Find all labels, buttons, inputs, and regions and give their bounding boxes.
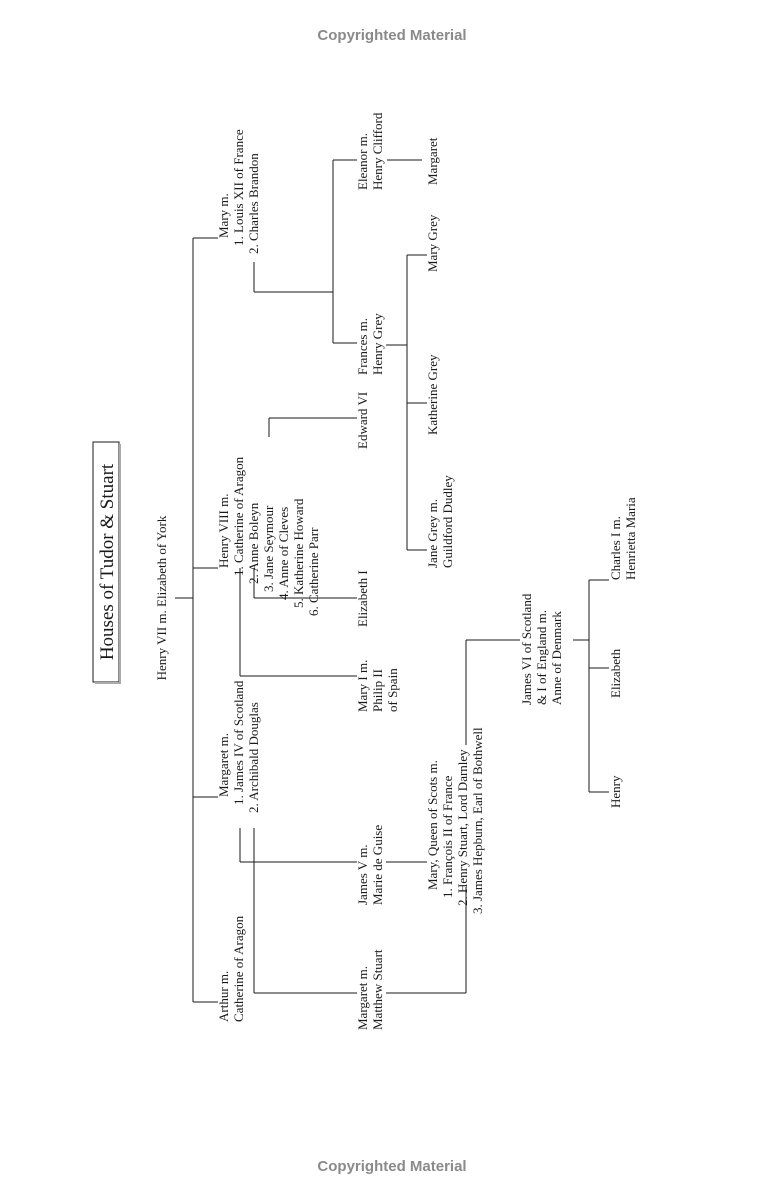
node-line: James VI of Scotland — [519, 593, 534, 705]
node-line: Mary I m. — [355, 660, 370, 712]
node-margaret-tudor: Margaret m. 1. James IV of Scotland 2. A… — [216, 680, 261, 813]
node-line: 3. Jane Seymour — [261, 505, 276, 592]
node-line: 1. Louis XII of France — [231, 129, 246, 246]
node-line: Elizabeth I — [355, 570, 370, 627]
diagram-title: Houses of Tudor & Stuart — [97, 463, 118, 660]
node-charles-i: Charles I m. Henrietta Maria — [608, 497, 638, 580]
node-line: Jane Grey m. — [425, 499, 440, 568]
node-line: & I of England m. — [534, 610, 549, 705]
node-line: Matthew Stuart — [370, 949, 385, 1030]
node-jane-grey: Jane Grey m. Guildford Dudley — [425, 475, 455, 568]
node-line: Margaret m. — [216, 733, 231, 797]
node-henry-viii: Henry VIII m. 1. Catherine of Aragon 2. … — [216, 456, 321, 616]
node-arthur: Arthur m. Catherine of Aragon — [216, 915, 246, 1022]
node-line: Frances m. — [355, 318, 370, 375]
node-margaret-clifford: Margaret — [425, 137, 440, 185]
node-line: Marie de Guise — [370, 825, 385, 905]
title-box: Houses of Tudor & Stuart — [92, 441, 121, 684]
node-katherine-grey: Katherine Grey — [425, 354, 440, 435]
node-line: Edward VI — [355, 392, 370, 449]
node-line: Guildford Dudley — [440, 475, 455, 568]
node-mary-queen-of-scots: Mary, Queen of Scots m. 1. François II o… — [425, 727, 485, 914]
node-line: 1. Catherine of Aragon — [231, 456, 246, 576]
node-james-v: James V m. Marie de Guise — [355, 825, 385, 905]
node-line: 3. James Hepburn, Earl of Bothwell — [470, 727, 485, 914]
node-line: Mary Grey — [425, 214, 440, 272]
node-line: Henry — [608, 775, 623, 808]
node-mary-grey: Mary Grey — [425, 214, 440, 272]
copyright-watermark-bottom: Copyrighted Material — [317, 1158, 467, 1175]
node-elizabeth-i: Elizabeth I — [355, 570, 370, 627]
node-line: Catherine of Aragon — [231, 915, 246, 1022]
node-line: Philip II — [370, 669, 385, 712]
node-line: Mary m. — [216, 193, 231, 238]
node-line: Henry Grey — [370, 313, 385, 375]
node-line: 4. Anne of Cleves — [276, 507, 291, 600]
node-line: Arthur m. — [216, 971, 231, 1022]
tree-lines — [175, 159, 609, 1003]
node-mary-tudor: Mary m. 1. Louis XII of France 2. Charle… — [216, 129, 261, 254]
node-line: Anne of Denmark — [549, 611, 564, 705]
node-line: 2. Charles Brandon — [246, 153, 261, 254]
node-line: James V m. — [355, 844, 370, 905]
node-line: 1. James IV of Scotland — [231, 680, 246, 805]
node-line: Charles I m. — [608, 516, 623, 580]
node-mary-i: Mary I m. Philip II of Spain — [355, 660, 400, 712]
node-line: 2. Anne Boleyn — [246, 502, 261, 584]
node-frances: Frances m. Henry Grey — [355, 313, 385, 375]
node-line: Elizabeth — [608, 648, 623, 698]
node-line: 6. Catherine Parr — [306, 527, 321, 616]
node-eleanor: Eleanor m. Henry Clifford — [355, 112, 385, 190]
node-henry-stuart: Henry — [608, 775, 623, 808]
node-line: Margaret m. — [355, 966, 370, 1030]
node-line: Margaret — [425, 137, 440, 185]
node-margaret-douglas: Margaret m. Matthew Stuart — [355, 949, 385, 1030]
node-henry-vii: Henry VII m. Elizabeth of York — [154, 515, 169, 680]
node-line: 5. Katherine Howard — [291, 498, 306, 608]
node-line: 2. Henry Stuart, Lord Darnley — [455, 749, 470, 906]
node-elizabeth-stuart: Elizabeth — [608, 648, 623, 698]
node-edward-vi: Edward VI — [355, 392, 370, 449]
node-line: Henry VII m. Elizabeth of York — [154, 515, 169, 680]
node-line: of Spain — [385, 668, 400, 712]
node-james-vi: James VI of Scotland & I of England m. A… — [519, 593, 564, 705]
node-line: Mary, Queen of Scots m. — [425, 760, 440, 890]
node-line: 2. Archibald Douglas — [246, 702, 261, 813]
copyright-watermark-top: Copyrighted Material — [317, 27, 467, 44]
node-line: Eleanor m. — [355, 133, 370, 190]
node-line: Katherine Grey — [425, 354, 440, 435]
node-line: 1. François II of France — [440, 775, 455, 898]
node-line: Henry Clifford — [370, 112, 385, 190]
node-line: Henrietta Maria — [623, 497, 638, 580]
node-line: Henry VIII m. — [216, 494, 231, 569]
